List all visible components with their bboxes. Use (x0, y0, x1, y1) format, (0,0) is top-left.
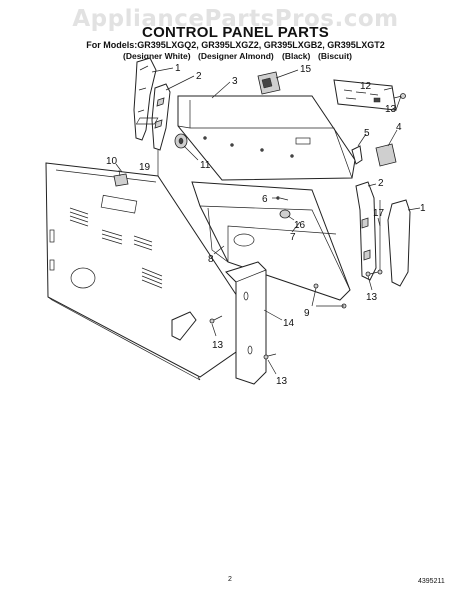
part-angle-bracket (171, 261, 267, 385)
callout-13-bottom: 13 (276, 376, 288, 387)
leader-lines (115, 67, 421, 375)
callout-17: 17 (373, 208, 385, 219)
page-number: 2 (228, 576, 232, 583)
part-screw-lower (263, 353, 277, 360)
callout-1: 1 (175, 63, 181, 74)
part-switch (257, 71, 281, 95)
watermark: AppliancePartsPros.com (72, 6, 399, 32)
callout-12: 12 (360, 81, 372, 92)
callout-2: 2 (196, 71, 202, 82)
part-screw-top (393, 93, 406, 99)
part-4-switch (375, 143, 397, 167)
callout-11: 11 (200, 160, 211, 171)
part-bracket-right (355, 181, 377, 281)
callout-15: 15 (300, 64, 312, 75)
part-end-cap-left (133, 57, 157, 141)
part-screw-lower-left (209, 315, 223, 324)
callout-labels: 1 2 3 15 12 13 5 4 10 19 11 6 16 2 17 1 … (106, 63, 426, 387)
page-title: CONTROL PANEL PARTS (141, 24, 330, 41)
color-label-almond: (Designer Almond) (198, 51, 274, 61)
callout-10: 10 (106, 156, 118, 167)
part-knob (174, 133, 188, 149)
callout-13-top: 13 (385, 104, 397, 115)
part-clip (113, 173, 129, 187)
callout-4: 4 (396, 122, 402, 133)
part-5-clip (351, 145, 363, 165)
part-rod (377, 200, 383, 275)
callout-13-right: 13 (366, 292, 378, 303)
color-label-white: (Designer White) (123, 51, 191, 61)
callout-6: 6 (262, 194, 268, 205)
callout-7: 7 (290, 232, 296, 243)
part-support-channel (191, 181, 351, 301)
callout-19: 19 (139, 162, 151, 173)
callout-8: 8 (208, 254, 214, 265)
callout-9: 9 (304, 308, 310, 319)
document-number: 4395211 (418, 578, 445, 585)
part-16-button (279, 209, 291, 219)
callout-13-left: 13 (212, 340, 224, 351)
model-list: For Models:GR395LXGQ2, GR395LXGZ2, GR395… (86, 40, 385, 50)
callout-2-right: 2 (378, 178, 384, 189)
callout-1-right: 1 (420, 203, 426, 214)
part-bracket-left (151, 83, 171, 176)
part-rear-panel (45, 162, 263, 381)
callout-14: 14 (283, 318, 295, 329)
part-end-cap-right (387, 199, 411, 287)
color-label-biscuit: (Biscuit) (318, 51, 352, 61)
part-control-panel (135, 95, 356, 181)
color-label-black: (Black) (282, 51, 311, 61)
callout-16: 16 (294, 220, 306, 231)
callout-5: 5 (364, 128, 370, 139)
part-screws (313, 283, 347, 309)
callout-3: 3 (232, 76, 238, 87)
